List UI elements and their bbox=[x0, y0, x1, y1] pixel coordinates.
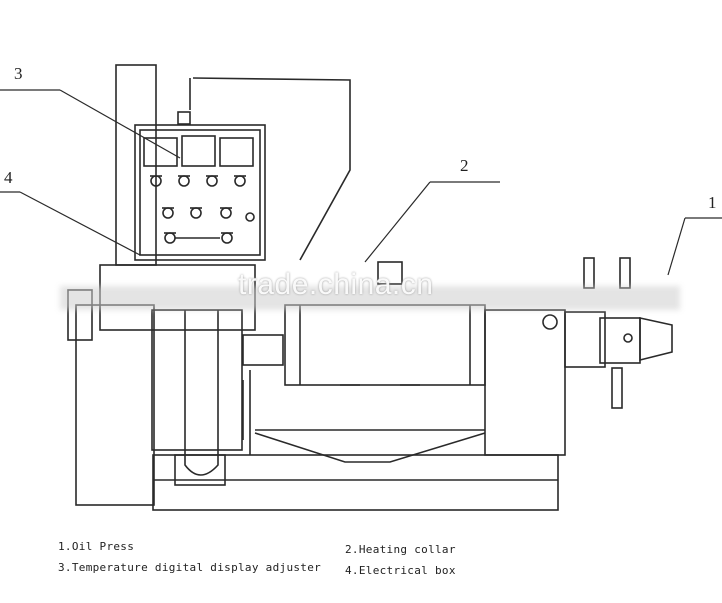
electrical-box bbox=[134, 124, 266, 261]
watermark-band bbox=[60, 286, 680, 310]
feed-pipe bbox=[151, 309, 284, 486]
callout-2: 2 bbox=[460, 156, 469, 175]
legend-item-temperature-adjuster: 3.Temperature digital display adjuster bbox=[58, 561, 322, 574]
callout-4: 4 bbox=[4, 168, 13, 187]
legend-item-oil-press: 1.Oil Press bbox=[58, 540, 135, 553]
legend-item-electrical-box: 4.Electrical box bbox=[345, 564, 456, 577]
control-knobs bbox=[150, 175, 255, 244]
legend-item-heating-collar: 2.Heating collar bbox=[345, 543, 456, 556]
watermark-text: trade.china.cn bbox=[238, 268, 434, 301]
callout-1: 1 bbox=[708, 193, 717, 212]
leader-lines bbox=[0, 89, 722, 276]
callout-3: 3 bbox=[14, 64, 23, 83]
gear-box bbox=[484, 257, 673, 456]
